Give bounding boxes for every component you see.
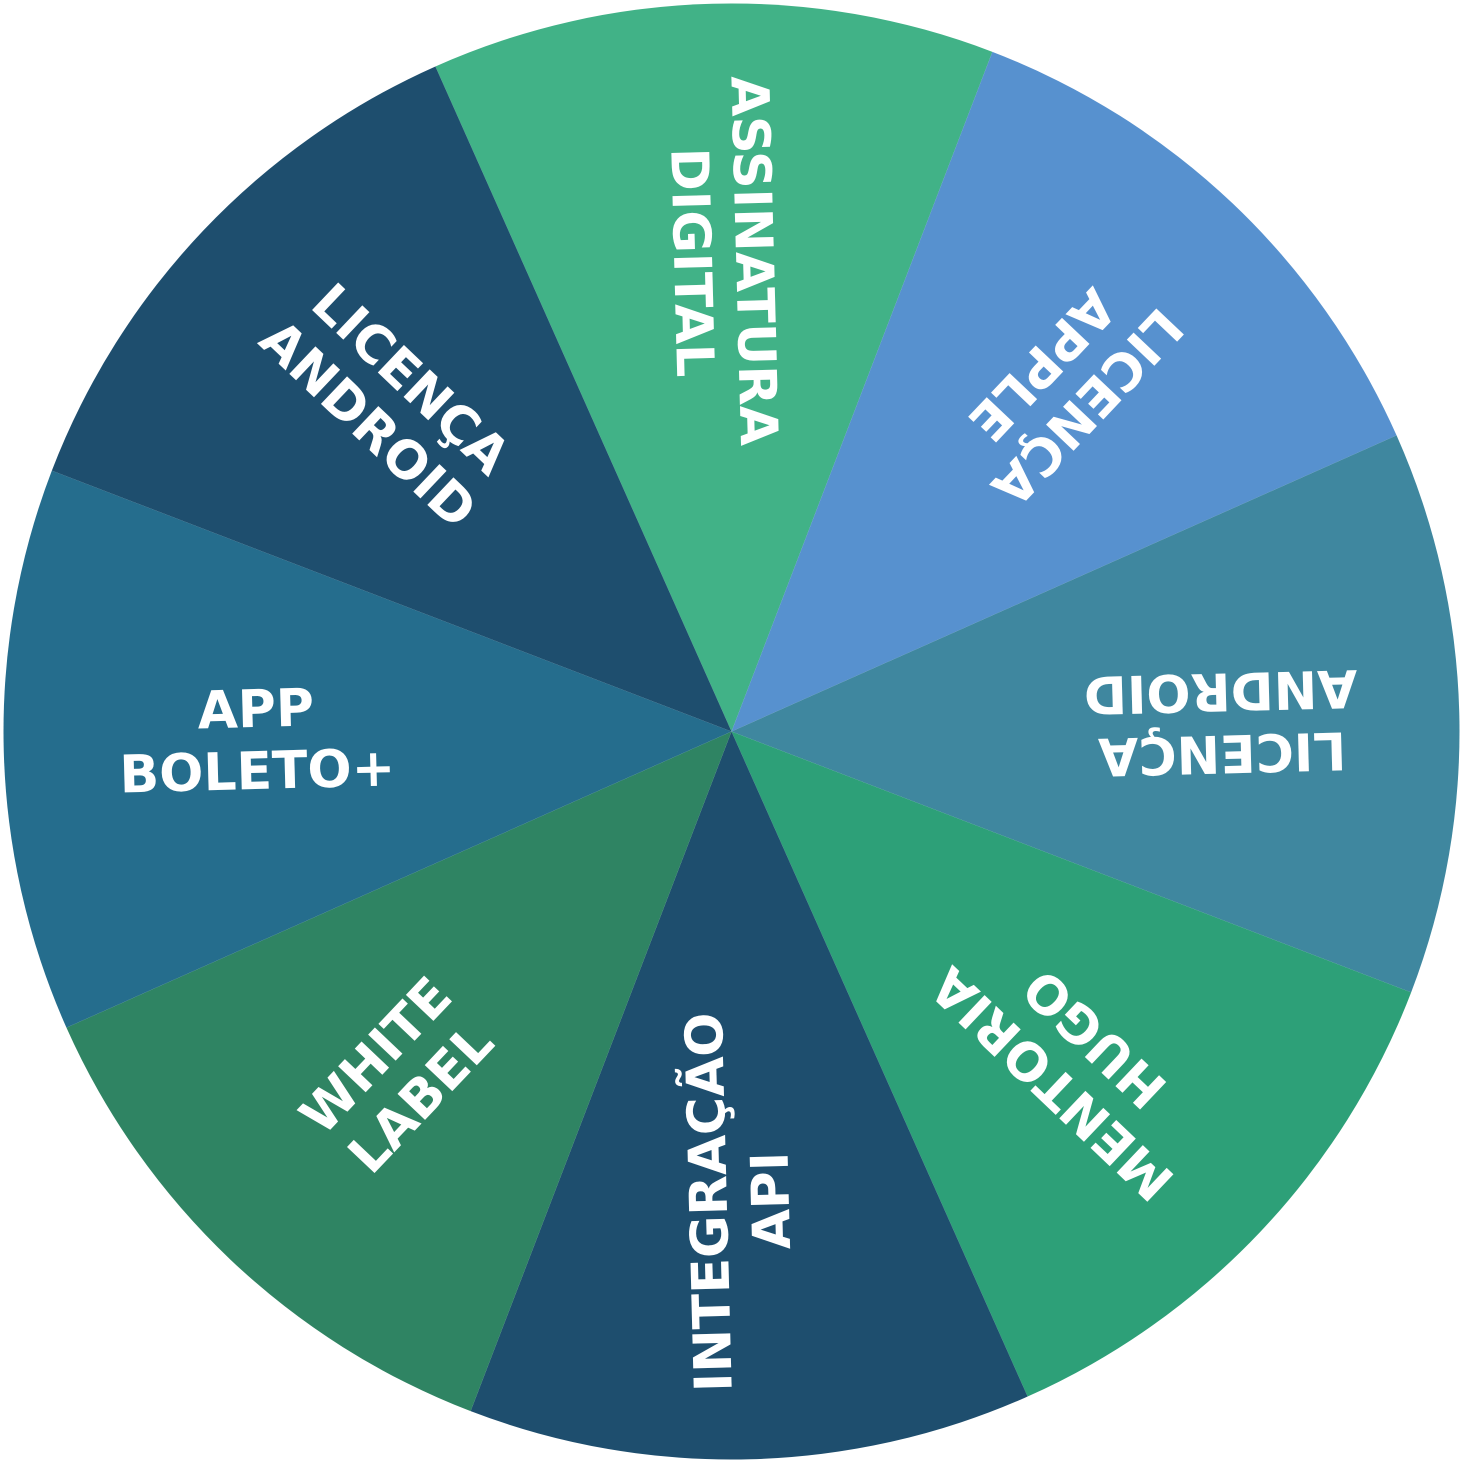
wheel-slice-1[interactable] [435, 3, 993, 732]
wheel-slice-3[interactable] [731, 435, 1460, 993]
wheel-slice-7[interactable] [3, 470, 732, 1028]
wheel-label-line: APP [197, 678, 315, 741]
wheel-label-line: BOLETO+ [119, 738, 396, 805]
wheel-label-line: API [741, 1151, 804, 1250]
wheel-slice-5[interactable] [470, 731, 1028, 1460]
wheel-label-line: ANDROID [1083, 657, 1358, 724]
wheel-slice-6[interactable] [66, 731, 732, 1412]
wheel-label-line: DIGITAL [658, 147, 724, 378]
wheel-slice-2[interactable] [731, 51, 1397, 732]
wheel-slice-4[interactable] [731, 731, 1412, 1397]
wheel-label-line: ASSINATURA [718, 75, 788, 446]
wheel-label-line: LICENÇA [1097, 719, 1347, 785]
wheel-slice-8[interactable] [51, 66, 732, 732]
wheel-label-line: INTEGRAÇÃO [674, 1012, 745, 1393]
